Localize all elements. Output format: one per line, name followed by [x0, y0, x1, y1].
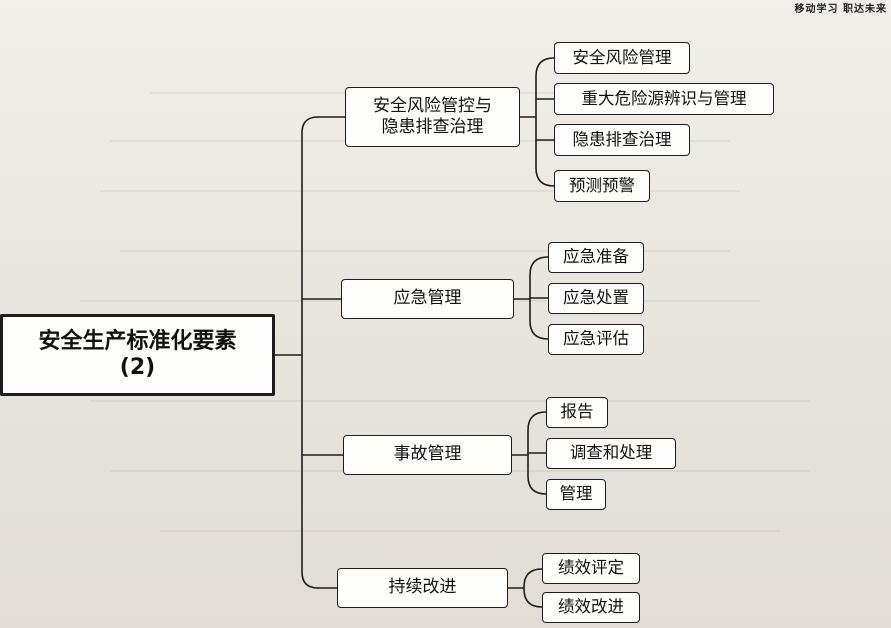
leaf-report: 报告 [546, 397, 608, 428]
bleed-through-line [90, 400, 810, 402]
bleed-through-line [100, 190, 740, 192]
leaf-emergency-evaluation: 应急评估 [548, 324, 644, 355]
leaf-emergency-preparation: 应急准备 [548, 242, 644, 273]
leaf-emergency-response: 应急处置 [548, 283, 644, 314]
bleed-through-line [160, 530, 780, 532]
leaf-major-hazard-identification: 重大危险源辨识与管理 [554, 83, 774, 115]
leaf-performance-assessment: 绩效评定 [542, 553, 640, 584]
leaf-performance-improvement: 绩效改进 [542, 592, 640, 623]
branch-risk-control: 安全风险管控与 隐患排查治理 [345, 87, 520, 147]
leaf-investigation-handling: 调查和处理 [546, 438, 676, 469]
leaf-hidden-danger-treatment: 隐患排查治理 [554, 124, 690, 156]
branch-emergency-management: 应急管理 [341, 279, 514, 319]
branch-4-bracket [523, 568, 543, 608]
branch-continuous-improvement: 持续改进 [337, 568, 508, 608]
root-node: 安全生产标准化要素 (2) [0, 314, 275, 396]
main-trunk [301, 116, 319, 589]
branch-accident-management: 事故管理 [343, 435, 512, 475]
brand-slogan: 移动学习 职达未来 [794, 4, 887, 15]
branch-1-bracket [535, 57, 555, 187]
leaf-risk-management: 安全风险管理 [554, 42, 690, 74]
leaf-prediction-warning: 预测预警 [554, 170, 650, 202]
bleed-through-line [120, 250, 730, 252]
leaf-management: 管理 [546, 479, 606, 510]
